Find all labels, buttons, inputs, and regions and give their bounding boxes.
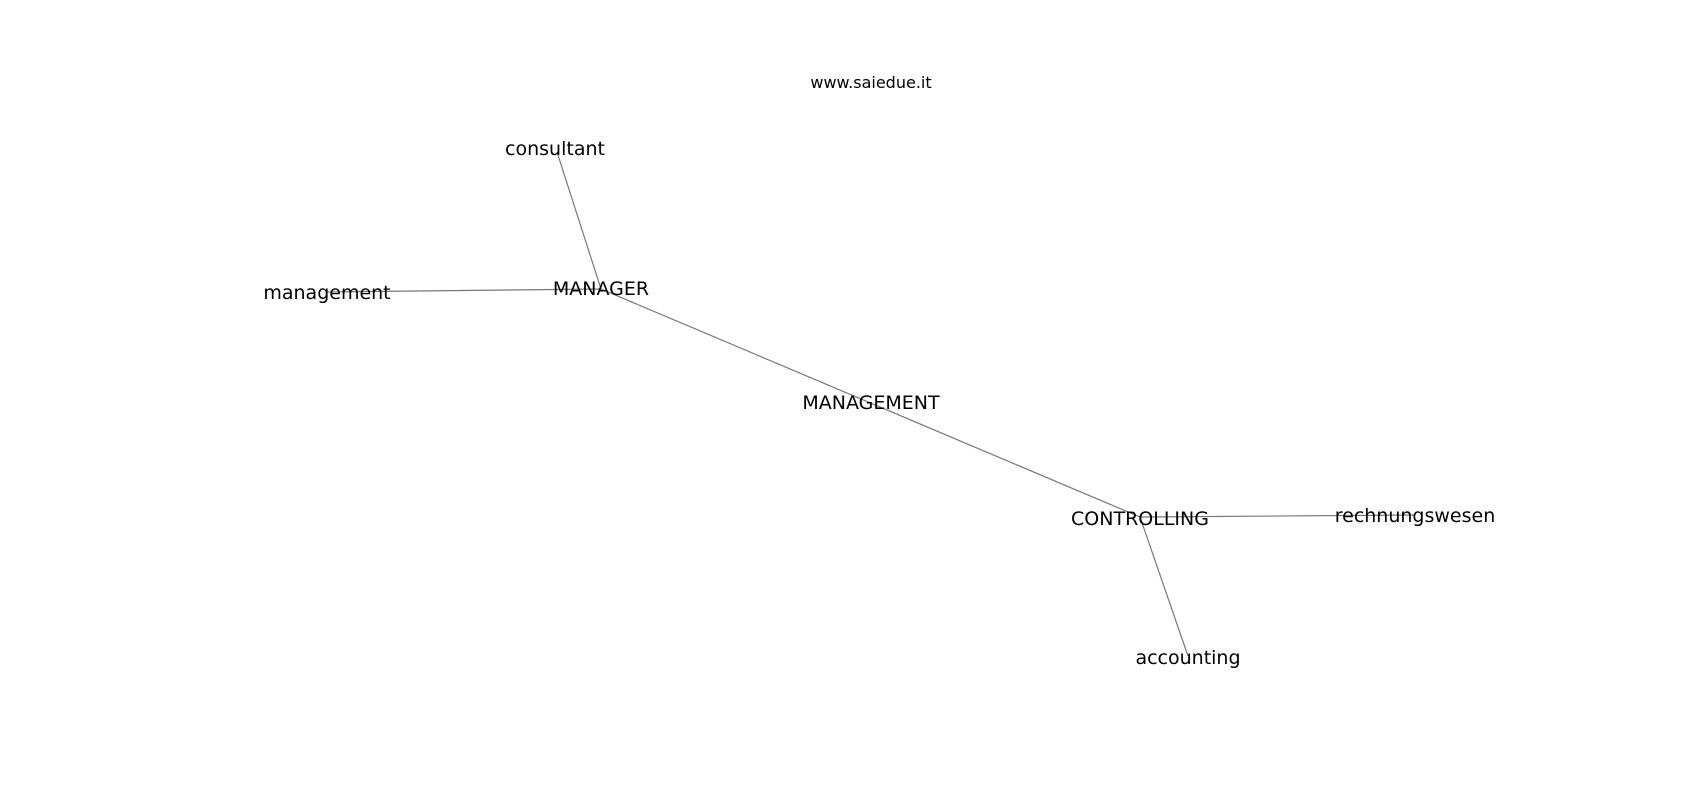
edge-controlling-accounting	[1139, 516, 1189, 657]
node-label-rechnungswesen: rechnungswesen	[1335, 505, 1496, 527]
watermark-text: www.saiedue.it	[810, 73, 931, 92]
edges-layer	[326, 151, 1416, 657]
edge-manager-consultant	[556, 151, 602, 290]
node-label-controlling: CONTROLLING	[1071, 508, 1209, 530]
node-label-consultant: consultant	[505, 138, 605, 160]
node-label-management: management	[263, 282, 390, 304]
edge-manager-controlling	[600, 288, 1141, 518]
node-label-accounting: accounting	[1135, 647, 1240, 669]
node-label-manager: MANAGER	[553, 278, 649, 300]
edge-controlling-rechnungswesen	[1139, 514, 1416, 518]
edge-manager-management	[326, 288, 602, 293]
node-label-management-center: MANAGEMENT	[802, 392, 940, 414]
